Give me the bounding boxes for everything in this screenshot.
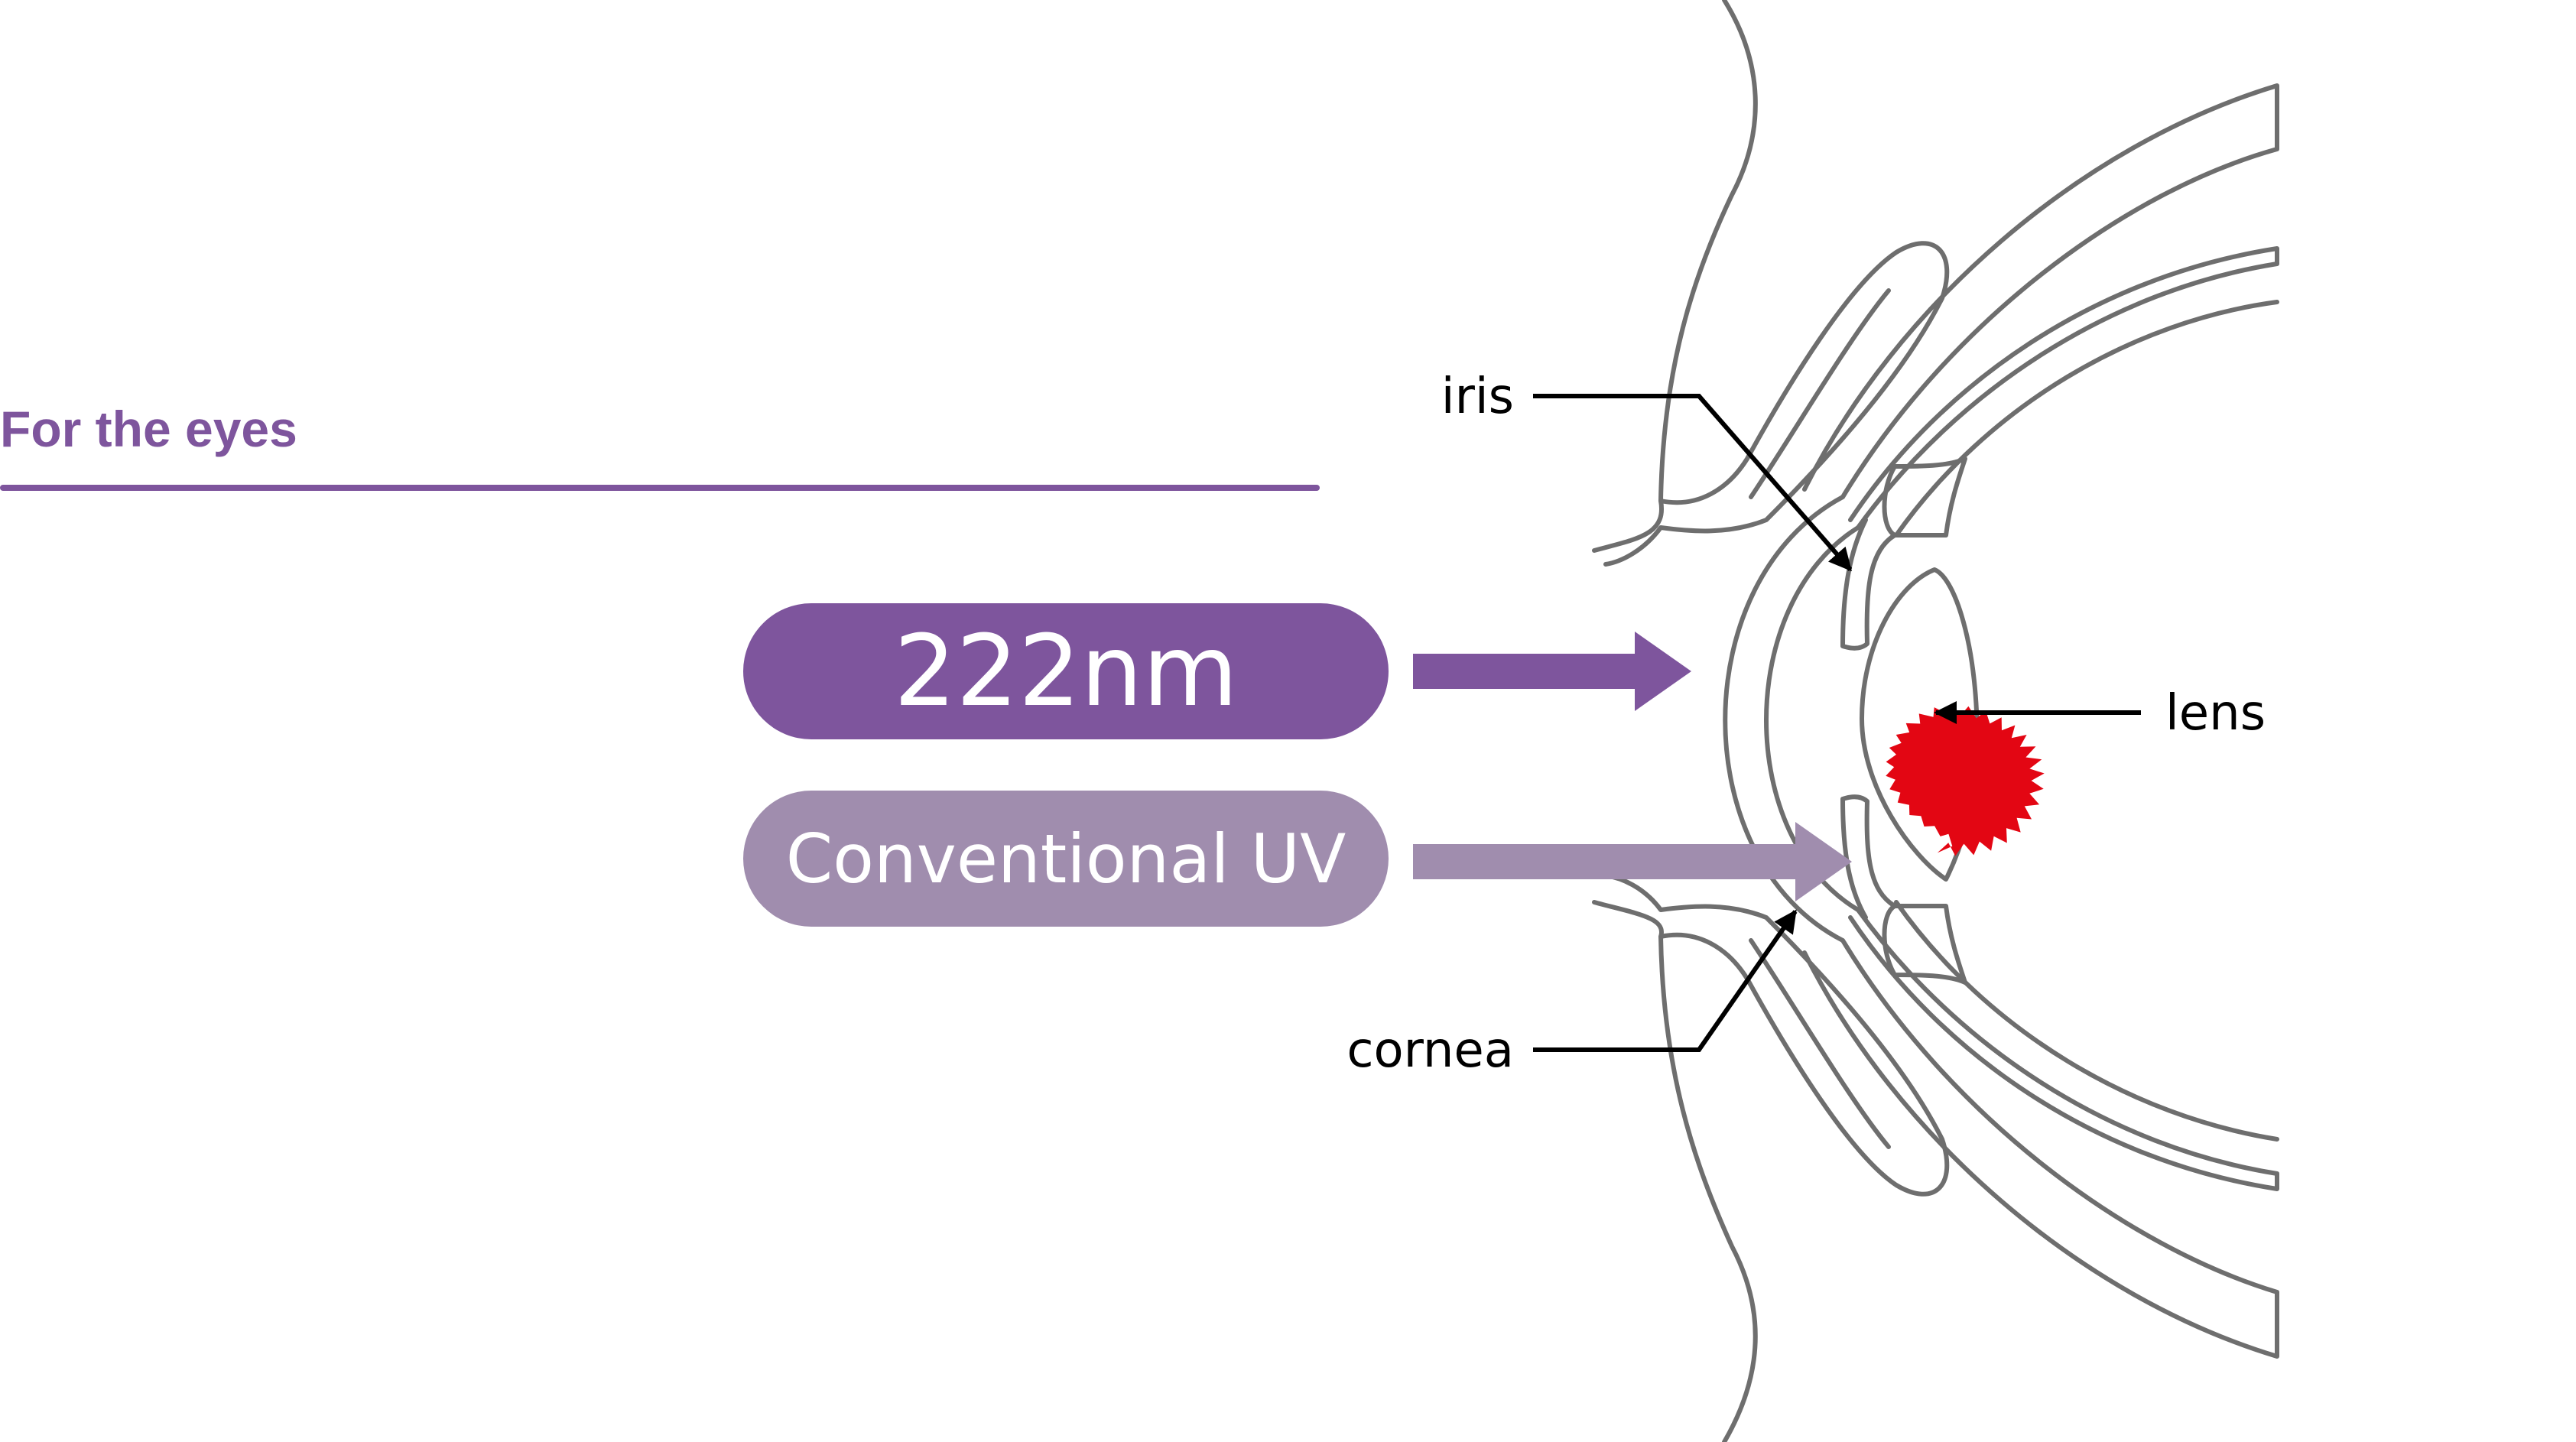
sclera-band-1 [1848,246,2279,530]
section-divider [0,485,1320,491]
eye-outline [1592,0,2279,1442]
lower-eyelid [1592,873,1950,1197]
iris-pointer-line [1533,394,1853,572]
upper-eyelid [1592,241,1950,567]
ciliary-lower [1882,904,1967,985]
lower-eyelid-inner [1749,938,1891,1149]
far-uv-label-pill: 222nm [743,603,1389,739]
iris-label: iris [1441,369,1514,425]
iris-upper [1840,518,1897,651]
sclera-band-2 [1894,300,2279,538]
cornea-label: cornea [1346,1022,1514,1079]
cornea-pointer-line [1533,909,1798,1052]
sclera-band-2-bottom [1894,900,2279,1142]
sclera-outer [1802,83,2279,499]
sclera-outer-bottom [1802,938,2279,1359]
face-profile [1658,0,1758,503]
lens-outline [1860,567,1980,882]
starburst-icon [1886,704,2045,856]
conventional-uv-arrow [1413,822,1852,901]
pointer-lines [1533,394,2141,1052]
far-uv-arrow [1413,632,1691,711]
cornea-outer [1723,495,1845,943]
section-title: For the eyes [0,401,297,457]
upper-eyelid-inner [1749,288,1891,499]
sclera-band-1-bottom [1848,908,2279,1191]
ciliary-upper [1882,456,1967,538]
face-profile-lower [1658,934,1758,1442]
conventional-uv-label-pill: Conventional UV [743,791,1389,927]
lens-label: lens [2165,685,2266,742]
iris-lower [1840,794,1897,920]
